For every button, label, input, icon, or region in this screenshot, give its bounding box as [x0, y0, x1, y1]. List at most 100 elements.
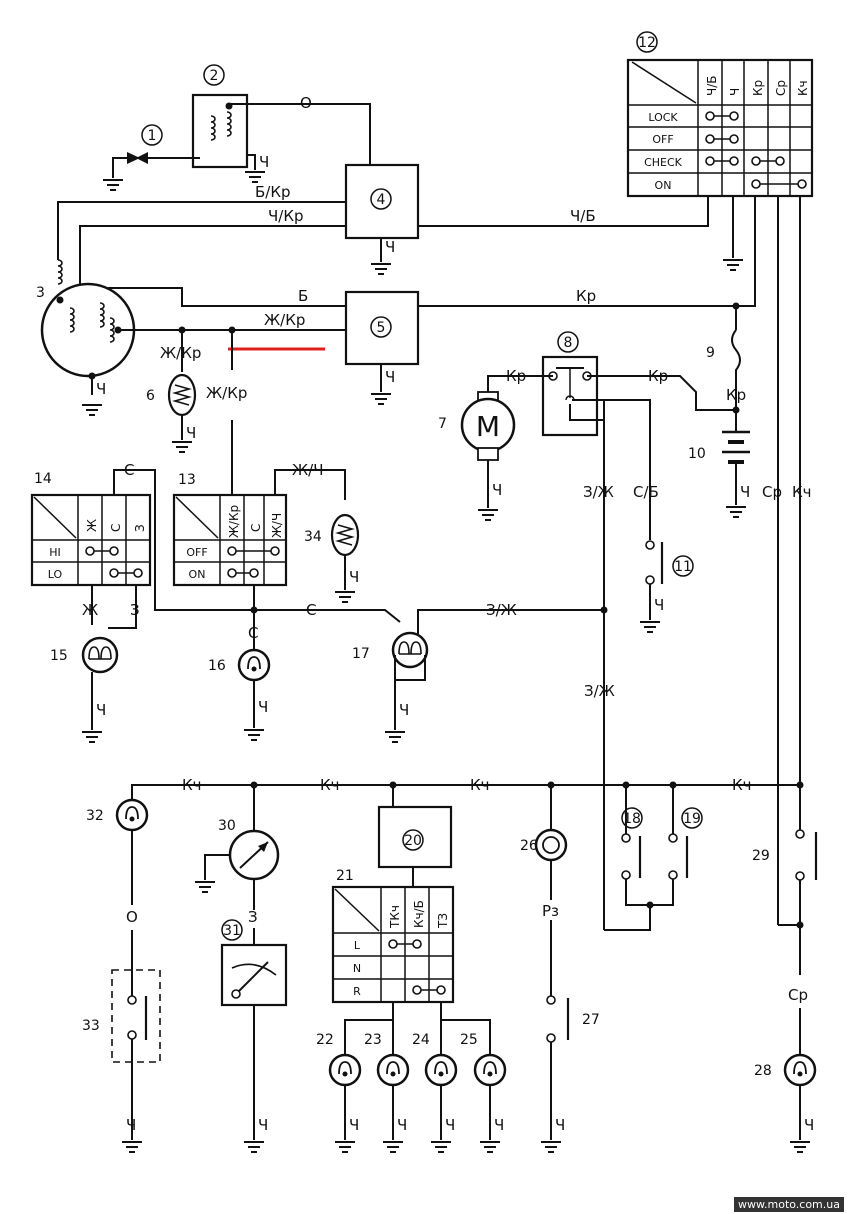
spark-gap-1 — [102, 152, 185, 191]
ls-head-1: С — [249, 524, 263, 532]
wire-s-16: С — [248, 624, 258, 642]
label-16: 16 — [208, 658, 226, 674]
wire-sr-2: Ср — [788, 986, 808, 1004]
light-switch-13: Ж/Кр С Ж/Ч OFF ON — [172, 493, 288, 587]
wire-ch-28: Ч — [804, 1116, 814, 1134]
label-32: 32 — [86, 808, 104, 824]
wire-ch-2: Ч — [259, 153, 269, 171]
wire-ch-24: Ч — [445, 1116, 455, 1134]
fuel-gauge-30 — [194, 785, 280, 910]
unit-20 — [377, 805, 453, 869]
wire-z-31: З — [248, 908, 258, 926]
ign-head-0: Ч/Б — [705, 75, 719, 96]
label-3: 3 — [36, 285, 45, 301]
wire-z-zh-3: З/Ж — [584, 682, 615, 700]
wire-ch-kr: Ч/Кр — [268, 207, 304, 225]
ign-row-check: CHECK — [644, 156, 683, 169]
wire-ch-15: Ч — [96, 701, 106, 719]
lamp-32 — [115, 798, 149, 832]
ign-head-1: Ч — [728, 88, 742, 96]
label-4: 4 — [377, 192, 386, 208]
wire-kch-b2: Кч — [320, 776, 340, 794]
label-6: 6 — [146, 388, 155, 404]
label-13: 13 — [178, 472, 196, 488]
label-8: 8 — [564, 335, 573, 351]
tail-light-17 — [391, 631, 429, 669]
dim-head-2: З — [133, 524, 147, 532]
dim-head-0: Ж — [85, 519, 99, 532]
ignition-switch-12: Ч/Б Ч Кр Ср Кч LOCK OFF CHECK ON — [626, 58, 814, 198]
wire-kr-9: Кр — [726, 386, 746, 404]
wire-zh-kr-6b: Ж/Кр — [206, 384, 247, 402]
gs-head-0: ТКч — [388, 905, 402, 929]
ls-row-on: ON — [189, 568, 206, 581]
ign-row-lock: LOCK — [648, 111, 678, 124]
wire-ch-27: Ч — [555, 1116, 565, 1134]
wire-ch-33: Ч — [126, 1116, 136, 1134]
wire-ch-5: Ч — [385, 368, 395, 386]
lamp-23 — [376, 1053, 410, 1087]
wire-ch-3: Ч — [96, 380, 106, 398]
label-25: 25 — [460, 1032, 478, 1048]
label-22: 22 — [316, 1032, 334, 1048]
wire-s-14: С — [124, 461, 134, 479]
ign-head-2: Кр — [751, 80, 765, 96]
ign-head-3: Ср — [774, 80, 788, 96]
wire-ch-22: Ч — [349, 1116, 359, 1134]
label-9: 9 — [706, 345, 715, 361]
label-28: 28 — [754, 1063, 772, 1079]
dim-row-lo: LO — [48, 568, 63, 581]
label-31: 31 — [223, 923, 241, 939]
wire-o-33: О — [126, 908, 138, 926]
wire-zh-kr-main: Ж/Кр — [264, 311, 305, 329]
wire-ch-25: Ч — [494, 1116, 504, 1134]
gear-switch-21: ТКч Кч/Б ТЗ L N R — [331, 885, 455, 1004]
switch-29 — [778, 785, 818, 975]
label-14: 14 — [34, 471, 52, 487]
wire-kr-7: Кр — [506, 367, 526, 385]
lamp-25 — [473, 1053, 507, 1087]
dimmer-switch-14: Ж С З HI LO — [30, 493, 152, 587]
starter-button-11 — [639, 540, 664, 633]
label-26: 26 — [520, 838, 538, 854]
wire-ch-4: Ч — [385, 238, 395, 256]
site-watermark: www.moto.com.ua — [734, 1197, 844, 1212]
lamp-22 — [328, 1053, 362, 1087]
wire-b-kr: Б/Кр — [255, 183, 291, 201]
gs-row-l: L — [354, 939, 361, 952]
wire-kr-main: Кр — [576, 287, 596, 305]
label-1: 1 — [148, 128, 157, 144]
lamp-28 — [783, 1053, 817, 1087]
wire-ch-17: Ч — [399, 701, 409, 719]
ignition-coil-2 — [185, 93, 371, 183]
label-30: 30 — [218, 818, 236, 834]
wire-ch-7: Ч — [492, 481, 502, 499]
wire-ch-31: Ч — [258, 1116, 268, 1134]
battery-10 — [722, 410, 750, 518]
gs-head-1: Кч/Б — [412, 900, 426, 928]
resistor-34 — [330, 513, 360, 557]
label-27: 27 — [582, 1012, 600, 1028]
label-15: 15 — [50, 648, 68, 664]
generator-3 — [40, 259, 346, 416]
wire-r-z: Рз — [542, 902, 559, 920]
wire-s-b: С/Б — [633, 483, 659, 501]
label-10: 10 — [688, 446, 706, 462]
ls-head-2: Ж/Ч — [270, 513, 284, 538]
label-33: 33 — [82, 1018, 100, 1034]
wire-zh-15: Ж — [82, 601, 98, 619]
gs-head-2: ТЗ — [436, 913, 450, 929]
wire-z-zh-1: З/Ж — [583, 483, 614, 501]
wire-kch-1: Кч — [792, 483, 812, 501]
wire-ch-b: Ч/Б — [570, 207, 596, 225]
wire-ch-11: Ч — [654, 596, 664, 614]
wire-kch-b4: Кч — [732, 776, 752, 794]
svg-text:M: M — [476, 410, 500, 443]
wire-kr-8: Кр — [648, 367, 668, 385]
wire-s-mid: С — [306, 601, 316, 619]
label-24: 24 — [412, 1032, 430, 1048]
wire-ch-10: Ч — [740, 483, 750, 501]
ls-row-off: OFF — [186, 546, 207, 559]
starter-relay-8 — [541, 355, 605, 437]
